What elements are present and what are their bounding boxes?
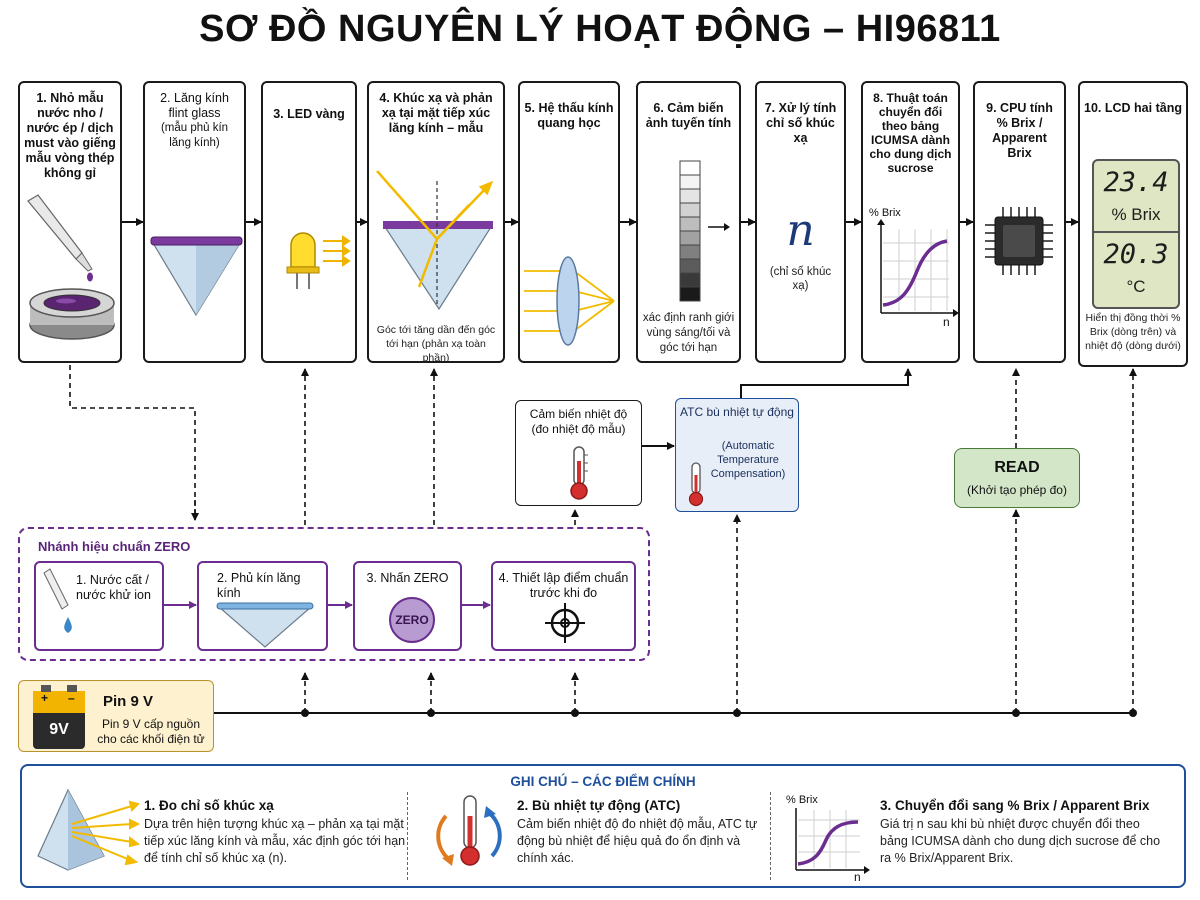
atc-box: ATC bù nhiệt tự động (Automatic Temperat… bbox=[675, 398, 799, 512]
notes-divider-1 bbox=[407, 792, 408, 880]
linear-sensor-icon bbox=[679, 160, 730, 302]
covered-prism-icon bbox=[216, 602, 314, 648]
step-10-lcd: 10. LCD hai tầng 23.4 % Brix 20.3 °C Hiể… bbox=[1078, 81, 1188, 367]
brix-curve-icon bbox=[877, 219, 959, 317]
step-8-label: 8. Thuật toán chuyển đổi theo bảng ICUMS… bbox=[869, 91, 952, 175]
notes-title: GHI CHÚ – CÁC ĐIỂM CHÍNH bbox=[510, 774, 696, 789]
battery-minus-sign: – bbox=[68, 691, 75, 705]
step-6-image-sensor: 6. Cảm biến ảnh tuyến tính xác định ranh… bbox=[636, 81, 741, 363]
zero-step-3-label: 3. Nhấn ZERO bbox=[366, 571, 449, 585]
step-7-refractive-index: 7. Xử lý tính chỉ số khúc xạ n (chỉ số k… bbox=[755, 81, 846, 363]
step-1-sample-well: 1. Nhỏ mẫu nước nho / nước ép / dịch mus… bbox=[18, 81, 122, 363]
refraction-diagram-icon bbox=[376, 170, 494, 311]
note-2-heading: 2. Bù nhiệt tự động (ATC) bbox=[517, 798, 681, 813]
zero-button[interactable]: ZERO bbox=[389, 597, 435, 643]
zero-step-2-label: 2. Phủ kín lăng kính bbox=[217, 571, 301, 600]
notes-panel: GHI CHÚ – CÁC ĐIỂM CHÍNH 1. Đo chỉ số kh… bbox=[20, 764, 1186, 888]
zero-calibration-panel: Nhánh hiệu chuẩn ZERO bbox=[18, 527, 650, 661]
step-9-cpu: 9. CPU tính % Brix / Apparent Brix bbox=[973, 81, 1066, 363]
refractive-index-symbol: n bbox=[786, 205, 815, 256]
step-2-prism: 2. Lăng kính flint glass (mẫu phủ kín lă… bbox=[143, 81, 246, 363]
zero-step-3: 3. Nhấn ZERO ZERO bbox=[353, 561, 462, 651]
step-5-lens: 5. Hệ thấu kính quang học bbox=[518, 81, 620, 363]
page-title: SƠ ĐỒ NGUYÊN LÝ HOẠT ĐỘNG – HI96811 bbox=[199, 8, 1001, 50]
zero-step-4: 4. Thiết lập điểm chuẩn trước khi đo bbox=[491, 561, 636, 651]
yellow-led-icon bbox=[286, 232, 351, 289]
lcd-temp-value: 20.3 bbox=[1103, 239, 1169, 270]
step-2-label: 2. Lăng kính flint glass (mẫu phủ kín lă… bbox=[149, 91, 240, 151]
step-8-icumsa-algorithm: 8. Thuật toán chuyển đổi theo bảng ICUMS… bbox=[861, 81, 960, 363]
note-2-text: Cảm biến nhiệt độ đo nhiệt độ mẫu, ATC t… bbox=[517, 817, 758, 865]
step-8-x-axis: n bbox=[943, 315, 950, 329]
step-4-label: 4. Khúc xạ và phản xạ tại mặt tiếp xúc l… bbox=[379, 91, 493, 135]
battery-plus-sign: + bbox=[41, 691, 49, 705]
step-9-label: 9. CPU tính % Brix / Apparent Brix bbox=[986, 101, 1053, 160]
lcd-temp-unit: °C bbox=[1126, 277, 1146, 296]
step-1-label: 1. Nhỏ mẫu nước nho / nước ép / dịch mus… bbox=[24, 91, 116, 180]
temp-sensor-label: Cảm biến nhiệt độ (đo nhiệt độ mẫu) bbox=[529, 407, 628, 436]
step-4-refraction: 4. Khúc xạ và phản xạ tại mặt tiếp xúc l… bbox=[367, 81, 505, 364]
lens-icon bbox=[524, 256, 615, 346]
lcd-brix-unit: % Brix bbox=[1111, 205, 1161, 224]
cpu-chip-icon bbox=[985, 207, 1053, 275]
note-3-x-axis: n bbox=[854, 870, 861, 884]
battery-icon-label: 9V bbox=[49, 721, 69, 738]
step-7-label: 7. Xử lý tính chỉ số khúc xạ bbox=[764, 101, 837, 145]
atc-thermometer-icon bbox=[688, 462, 704, 507]
note-3-heading: 3. Chuyển đổi sang % Brix / Apparent Bri… bbox=[880, 798, 1150, 813]
prism-icon bbox=[150, 236, 243, 317]
zero-panel-title: Nhánh hiệu chuẩn ZERO bbox=[38, 539, 191, 554]
lcd-brix-value: 23.4 bbox=[1103, 167, 1169, 198]
read-button[interactable]: READ (Khởi tạo phép đo) bbox=[954, 448, 1080, 508]
step-8-y-axis: % Brix bbox=[869, 207, 901, 219]
read-label: READ bbox=[994, 459, 1040, 476]
pyramid-light-icon bbox=[37, 788, 141, 871]
dropper-sample-well-icon bbox=[27, 194, 115, 340]
step-6-label: 6. Cảm biến ảnh tuyến tính bbox=[645, 101, 732, 130]
step-3-led: 3. LED vàng bbox=[261, 81, 357, 363]
water-dropper-icon bbox=[43, 568, 72, 633]
thermometer-icon bbox=[570, 446, 588, 500]
zero-step-2: 2. Phủ kín lăng kính bbox=[197, 561, 328, 651]
step-5-label: 5. Hệ thấu kính quang học bbox=[524, 101, 614, 130]
step-3-label: 3. LED vàng bbox=[273, 107, 345, 121]
step-6-note: xác định ranh giới vùng sáng/tối và góc … bbox=[642, 312, 735, 354]
target-crosshair-icon bbox=[545, 603, 585, 643]
battery-9v-icon bbox=[33, 685, 85, 749]
step-10-label: 10. LCD hai tầng bbox=[1084, 101, 1182, 115]
note-brix-curve-icon bbox=[795, 808, 870, 874]
atc-sub: (Automatic Temperature Compensation) bbox=[710, 440, 786, 480]
note-1-text: Dựa trên hiện tượng khúc xạ – phản xạ tạ… bbox=[144, 817, 406, 865]
read-sub: (Khởi tạo phép đo) bbox=[967, 483, 1067, 497]
step-7-note: (chỉ số khúc xạ) bbox=[769, 266, 832, 292]
note-3-y-axis: % Brix bbox=[786, 794, 818, 806]
zero-step-4-label: 4. Thiết lập điểm chuẩn trước khi đo bbox=[498, 571, 629, 600]
atc-cycle-thermometer-icon bbox=[436, 795, 502, 866]
atc-title: ATC bù nhiệt tự động bbox=[680, 405, 794, 419]
note-1-heading: 1. Đo chỉ số khúc xạ bbox=[144, 798, 274, 813]
battery-desc: Pin 9 V cấp nguồn cho các khối điện tử bbox=[97, 717, 205, 746]
notes-divider-2 bbox=[770, 792, 771, 880]
step-4-note: Góc tới tăng dần đến góc tới hạn (phản x… bbox=[376, 324, 496, 364]
temperature-sensor: Cảm biến nhiệt độ (đo nhiệt độ mẫu) bbox=[515, 400, 642, 506]
zero-step-1: 1. Nước cất / nước khử ion bbox=[34, 561, 164, 651]
battery-box: + – 9V Pin 9 V Pin 9 V cấp nguồn cho các… bbox=[18, 680, 214, 752]
step-2-title: 2. Lăng kính flint glass bbox=[160, 91, 229, 120]
battery-title: Pin 9 V bbox=[103, 693, 154, 710]
step-10-note: Hiển thị đồng thời % Brix (dòng trên) và… bbox=[1085, 312, 1181, 352]
note-3-text: Giá trị n sau khi bù nhiệt được chuyển đ… bbox=[880, 817, 1161, 865]
lcd-divider bbox=[1094, 231, 1178, 233]
step-2-sub: (mẫu phủ kín lăng kính) bbox=[160, 122, 229, 149]
lcd-display: 23.4 % Brix 20.3 °C bbox=[1092, 159, 1180, 309]
zero-step-1-label: 1. Nước cất / nước khử ion bbox=[76, 573, 151, 602]
